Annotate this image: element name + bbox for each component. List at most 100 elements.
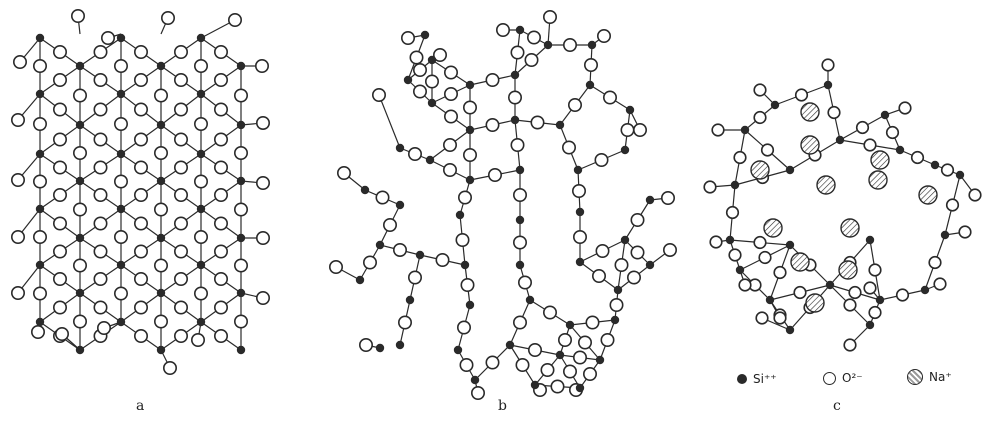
oxygen-ion-icon [823,372,836,385]
oxygen-atom [235,259,247,271]
oxygen-atom [215,133,227,145]
oxygen-atom [135,245,147,257]
oxygen-atom [257,232,269,244]
legend-sodium: Na⁺ [907,369,952,385]
sodium-ion [871,151,889,169]
silicon-atom [576,208,584,216]
oxygen-atom [135,133,147,145]
oxygen-atom [754,237,766,249]
oxygen-atom [56,328,68,340]
oxygen-atom [595,154,607,166]
oxygen-atom [573,185,585,197]
silicon-atom [361,186,369,194]
oxygen-atom [74,203,86,215]
sodium-ion [764,219,782,237]
silicon-atom [786,241,794,249]
oxygen-atom [34,60,46,72]
silicon-atom [157,289,165,297]
oxygen-atom [727,207,739,219]
oxygen-atom [934,278,946,290]
oxygen-atom [509,91,521,103]
oxygen-atom [74,147,86,159]
silicon-atom [237,62,245,70]
oxygen-atom [54,245,66,257]
oxygen-atom [514,316,526,328]
silicon-atom [157,62,165,70]
silicon-atom [376,344,384,352]
silicon-atom [511,71,519,79]
oxygen-atom [601,334,613,346]
oxygen-atom [94,74,106,86]
oxygen-atom [844,339,856,351]
silicon-atom [76,289,84,297]
oxygen-atom [192,334,204,346]
oxygen-atom [519,276,531,288]
oxygen-atom [164,362,176,374]
oxygen-atom [175,103,187,115]
oxygen-atom [864,282,876,294]
silicon-atom [921,286,929,294]
silicon-atom [117,261,125,269]
oxygen-atom [579,336,591,348]
silicon-atom [516,261,524,269]
oxygen-atom [14,56,26,68]
oxygen-atom [857,122,869,134]
silica-glass-network [330,11,676,399]
silicon-atom [876,296,884,304]
silicon-atom [836,136,844,144]
silicon-atom [237,177,245,185]
oxygen-atom [729,249,741,261]
oxygen-atom [664,244,676,256]
silicon-atom [428,99,436,107]
oxygen-atom [762,144,774,156]
silicon-atom [531,381,539,389]
oxygen-atom [195,287,207,299]
silicon-atom [36,318,44,326]
crystalline-quartz-network [12,10,269,374]
oxygen-atom [94,46,106,58]
oxygen-atom [947,199,959,211]
oxygen-atom [195,175,207,187]
silicon-atom [941,231,949,239]
oxygen-atom [155,315,167,327]
silicon-atom [36,150,44,158]
oxygen-atom [409,148,421,160]
oxygen-atom [94,273,106,285]
silicon-atom [117,90,125,98]
oxygen-atom [544,306,556,318]
oxygen-atom [74,315,86,327]
oxygen-atom [54,217,66,229]
oxygen-atom [257,117,269,129]
oxygen-atom [360,339,372,351]
silicon-atom [396,341,404,349]
oxygen-atom [155,203,167,215]
panel-label-b: b [498,398,507,414]
oxygen-atom [94,161,106,173]
silicon-atom [466,126,474,134]
silicon-atom [456,211,464,219]
silicon-atom [586,81,594,89]
silicon-atom [621,236,629,244]
oxygen-atom [215,189,227,201]
oxygen-atom [215,74,227,86]
silicon-atom [731,181,739,189]
oxygen-atom [12,287,24,299]
oxygen-atom [531,116,543,128]
silicon-atom [516,26,524,34]
oxygen-atom [175,245,187,257]
oxygen-atom [94,133,106,145]
oxygen-atom [175,133,187,145]
silicon-atom [237,121,245,129]
sodium-ion [801,103,819,121]
oxygen-atom [436,254,448,266]
oxygen-atom [598,30,610,42]
oxygen-atom [564,39,576,51]
silicon-atom [396,144,404,152]
oxygen-atom [54,189,66,201]
silicon-atom [646,261,654,269]
silicon-atom [406,296,414,304]
sodium-ion-icon [907,369,923,385]
oxygen-atom [12,174,24,186]
oxygen-atom [54,74,66,86]
silicon-atom [824,81,832,89]
